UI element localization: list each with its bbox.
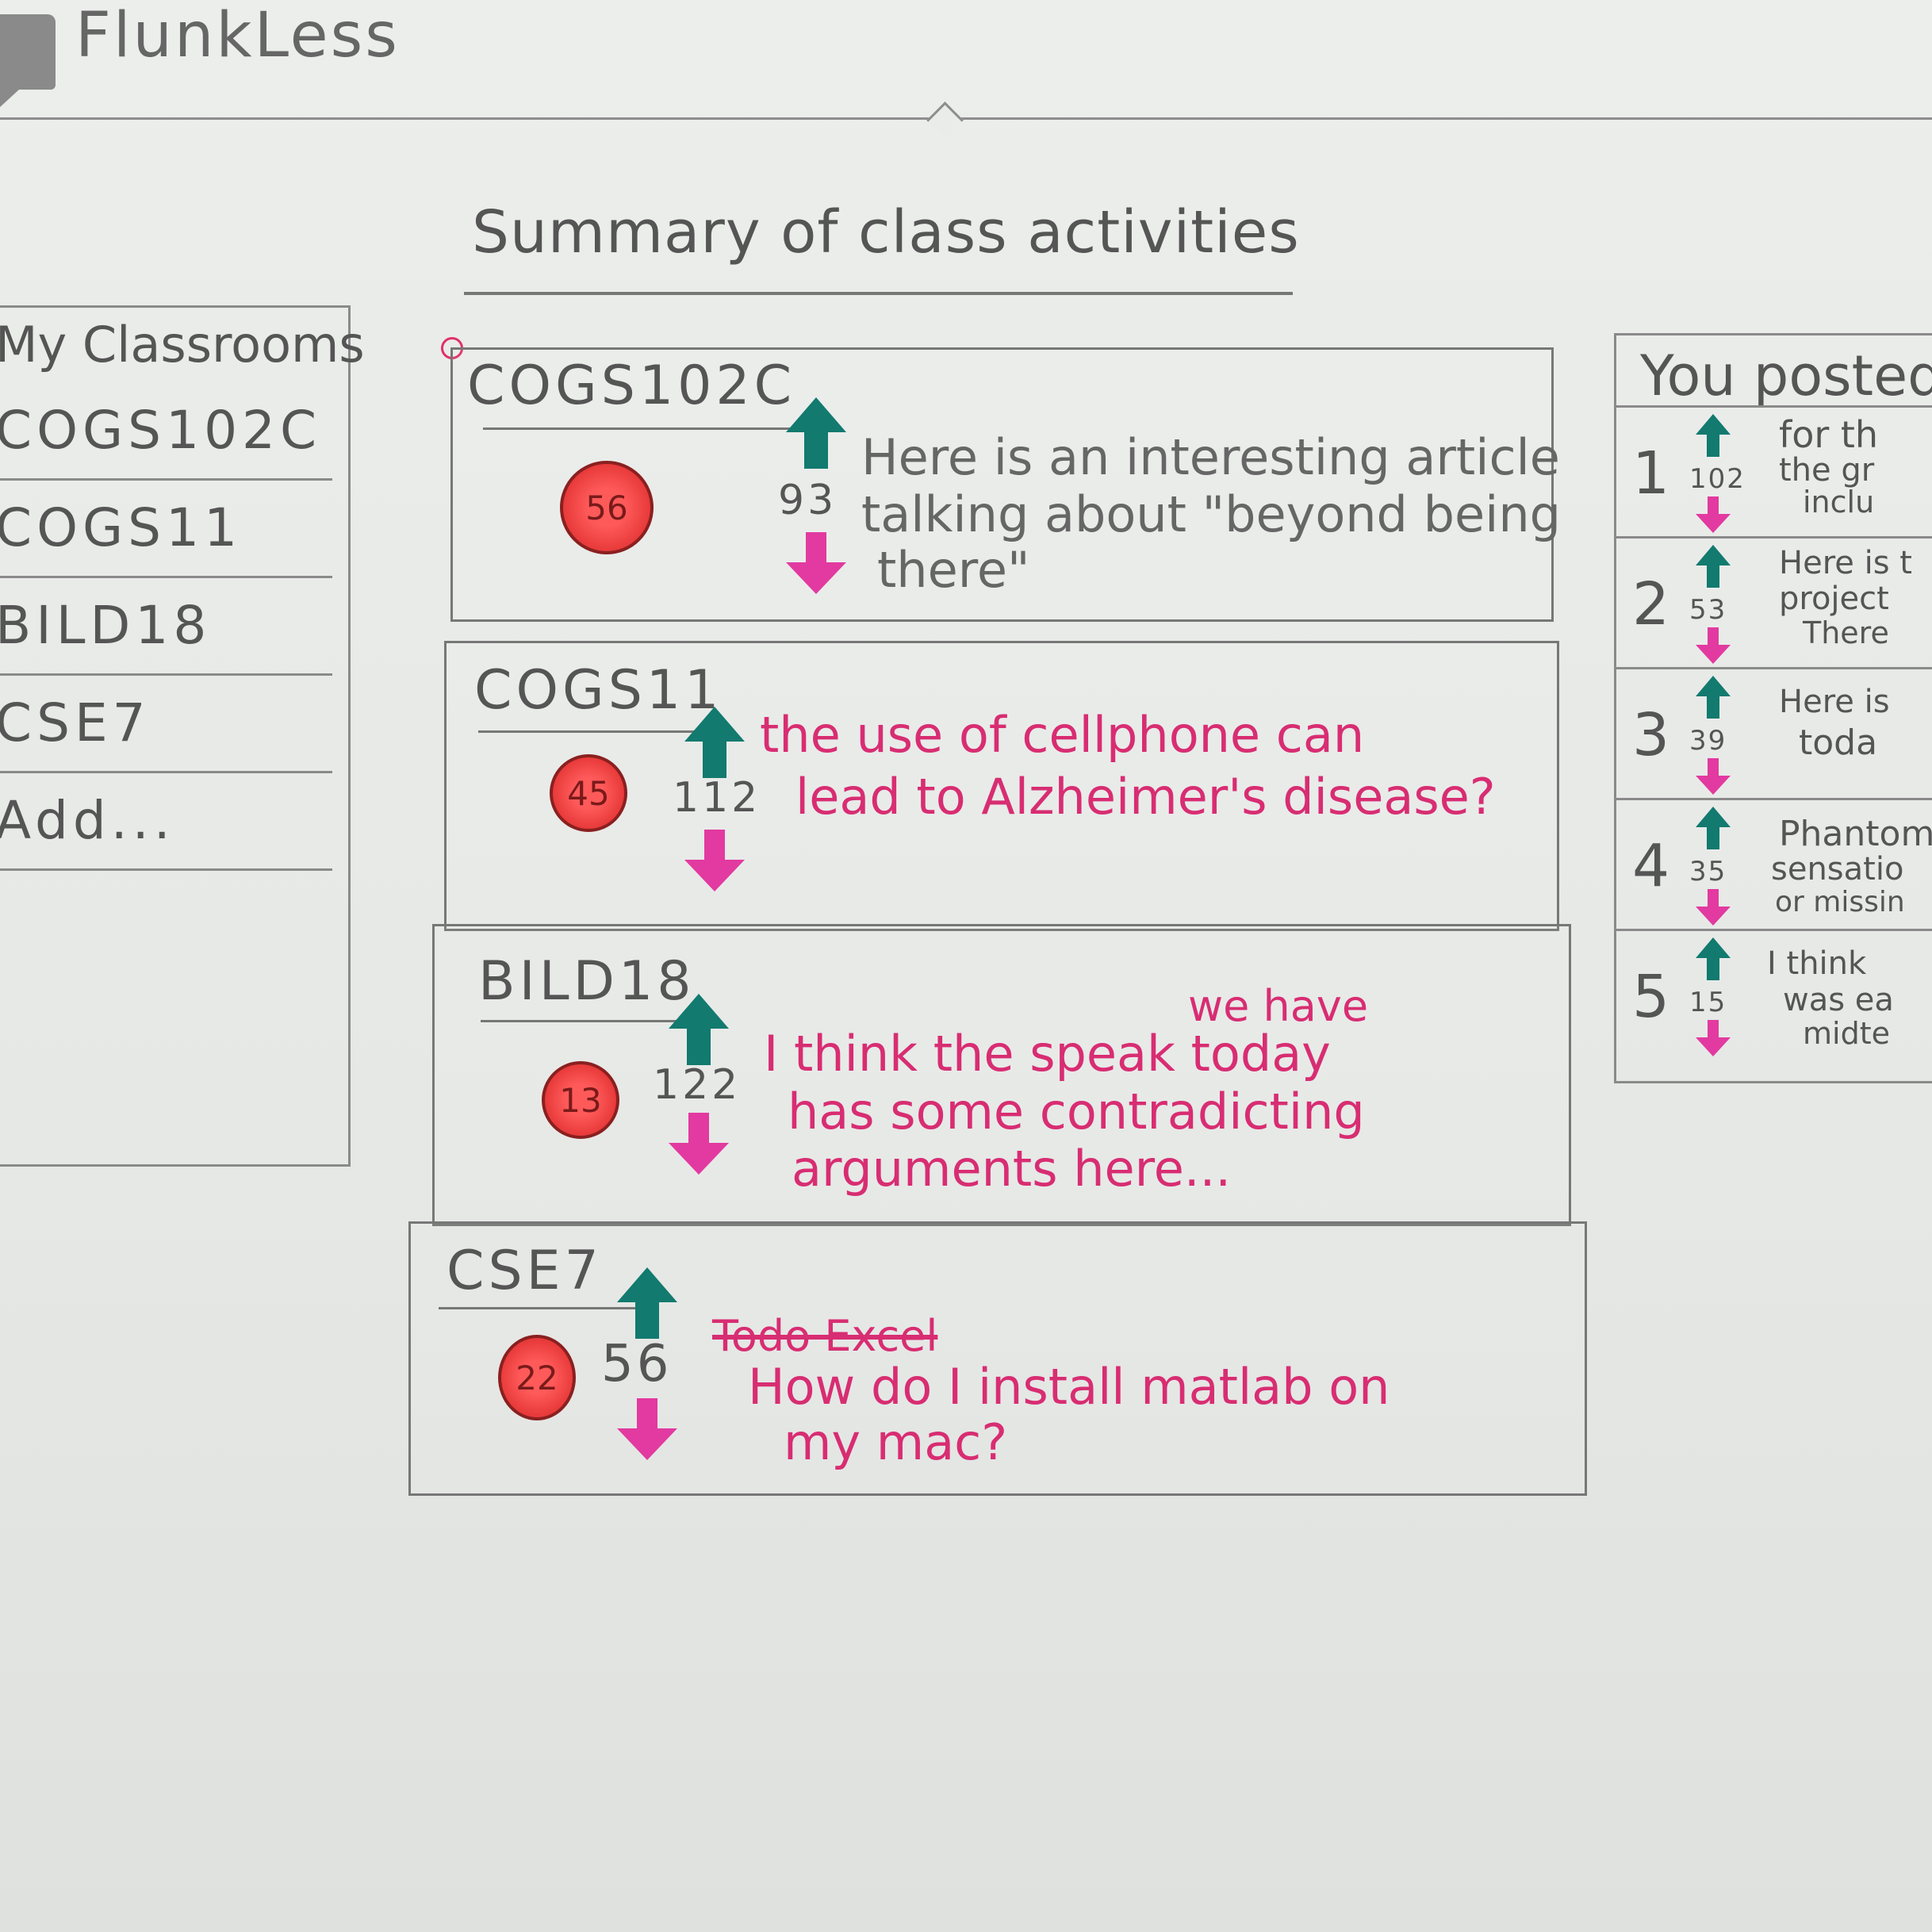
downvote-icon[interactable] (1696, 758, 1731, 795)
post-text-line[interactable]: the use of cellphone can (760, 706, 1365, 764)
downvote-icon[interactable] (1696, 889, 1731, 926)
vote-count: 15 (1689, 987, 1727, 1018)
upvote-icon[interactable] (1696, 937, 1731, 980)
vote-count: 53 (1689, 594, 1727, 626)
activity-card-cogs11[interactable]: COGS11 45 112 the use of cellphone can l… (444, 641, 1559, 931)
vote-count: 122 (653, 1061, 742, 1109)
post-text-line[interactable]: lead to Alzheimer's disease? (795, 768, 1496, 826)
posted-text-line: for th (1779, 413, 1879, 456)
course-underline (439, 1307, 637, 1309)
rank-number: 1 (1632, 439, 1670, 508)
header-divider (0, 117, 1932, 120)
upvote-icon[interactable] (786, 397, 846, 469)
upvote-icon[interactable] (684, 707, 745, 778)
course-underline (481, 1020, 703, 1022)
rank-number: 2 (1632, 570, 1670, 638)
downvote-icon[interactable] (1696, 1020, 1731, 1056)
post-text-line[interactable]: there" (877, 541, 1030, 599)
posted-text-line: sensatio (1771, 851, 1904, 887)
vote-count: 112 (673, 774, 761, 822)
post-text-line[interactable]: my mac? (784, 1413, 1008, 1471)
vote-count: 39 (1689, 725, 1727, 757)
posted-text-line: was ea (1783, 982, 1894, 1018)
course-label[interactable]: BILD18 (478, 950, 696, 1013)
notification-badge[interactable]: 22 (498, 1335, 576, 1420)
downvote-icon[interactable] (1696, 627, 1731, 664)
course-label[interactable]: CSE7 (447, 1240, 603, 1302)
upvote-icon[interactable] (1696, 414, 1731, 457)
course-underline (483, 427, 800, 430)
notification-badge[interactable]: 13 (542, 1061, 619, 1139)
posted-text-line: midte (1803, 1016, 1890, 1051)
posted-text-line: Here is (1779, 684, 1890, 720)
post-text-line[interactable]: arguments here... (792, 1140, 1232, 1198)
upvote-icon[interactable] (1696, 676, 1731, 719)
posted-item[interactable]: 4 35 Phantom sensatio or missin (1616, 798, 1932, 931)
downvote-icon[interactable] (1696, 496, 1731, 533)
downvote-icon[interactable] (669, 1113, 729, 1175)
sidebar-item-bild18[interactable]: BILD18 (0, 578, 332, 676)
vote-count: 56 (601, 1335, 673, 1393)
sidebar-item-cse7[interactable]: CSE7 (0, 676, 332, 773)
post-text-line[interactable]: How do I install matlab on (748, 1358, 1390, 1416)
vote-count: 102 (1689, 463, 1746, 495)
post-text-line[interactable]: Here is an interesting article (861, 428, 1560, 486)
sidebar-title: My Classrooms (0, 316, 365, 374)
post-text-line[interactable]: has some contradicting (788, 1083, 1365, 1140)
upvote-icon[interactable] (1696, 545, 1731, 588)
course-underline (478, 730, 700, 733)
activity-card-cogs102c[interactable]: COGS102C 56 93 Here is an interesting ar… (450, 347, 1561, 622)
page-title-underline (464, 292, 1293, 295)
upvote-icon[interactable] (669, 994, 729, 1065)
posted-item[interactable]: 3 39 Here is toda (1616, 667, 1932, 800)
posted-text-line: I think (1767, 945, 1867, 982)
sidebar-item-cogs102c[interactable]: COGS102C (0, 383, 332, 481)
inserted-text: we have (1188, 981, 1369, 1031)
downvote-icon[interactable] (786, 532, 846, 594)
post-text-line[interactable]: I think the speak today (764, 1025, 1331, 1083)
downvote-icon[interactable] (617, 1398, 677, 1460)
rank-number: 5 (1632, 963, 1670, 1031)
notification-badge[interactable]: 56 (560, 461, 654, 554)
posted-text-line: inclu (1803, 485, 1875, 519)
my-classrooms-sidebar: My Classrooms COGS102C COGS11 BILD18 CSE… (0, 305, 365, 1167)
rank-number: 4 (1632, 832, 1670, 900)
you-posted-panel: You posted 1 102 for th the gr inclu 2 5… (1614, 333, 1932, 1083)
sidebar-item-add[interactable]: Add... (0, 773, 332, 871)
struck-out-text: Todo Excel (712, 1311, 938, 1361)
rank-number: 3 (1632, 701, 1670, 769)
sidebar-item-cogs11[interactable]: COGS11 (0, 481, 332, 578)
activity-card-bild18[interactable]: BILD18 13 122 we have I think the speak … (432, 924, 1571, 1226)
posted-text-line: project (1779, 581, 1889, 617)
posted-item[interactable]: 2 53 Here is t project There (1616, 536, 1932, 669)
upvote-icon[interactable] (617, 1267, 677, 1339)
posted-text-line: There (1803, 615, 1889, 650)
posted-text-line: Here is t (1779, 545, 1912, 581)
posted-item[interactable]: 5 15 I think was ea midte (1616, 929, 1932, 1081)
notification-badge[interactable]: 45 (550, 754, 627, 832)
app-logo-icon (0, 14, 56, 107)
posted-item[interactable]: 1 102 for th the gr inclu (1616, 405, 1932, 539)
posted-text-line: Phantom (1779, 814, 1932, 854)
posted-text-line: toda (1799, 723, 1878, 763)
downvote-icon[interactable] (684, 830, 745, 891)
course-label[interactable]: COGS11 (474, 659, 723, 722)
activity-card-cse7[interactable]: CSE7 22 56 Todo Excel How do I install m… (408, 1221, 1587, 1496)
course-label[interactable]: COGS102C (467, 355, 796, 417)
vote-count: 93 (778, 477, 838, 524)
upvote-icon[interactable] (1696, 807, 1731, 849)
vote-count: 35 (1689, 856, 1727, 887)
posted-text-line: or missin (1775, 886, 1905, 918)
page-title: Summary of class activities (472, 198, 1300, 266)
you-posted-title: You posted (1640, 343, 1932, 408)
app-title: FlunkLess (75, 0, 400, 71)
posted-text-line: the gr (1779, 452, 1875, 489)
post-text-line[interactable]: talking about "beyond being (861, 485, 1561, 543)
